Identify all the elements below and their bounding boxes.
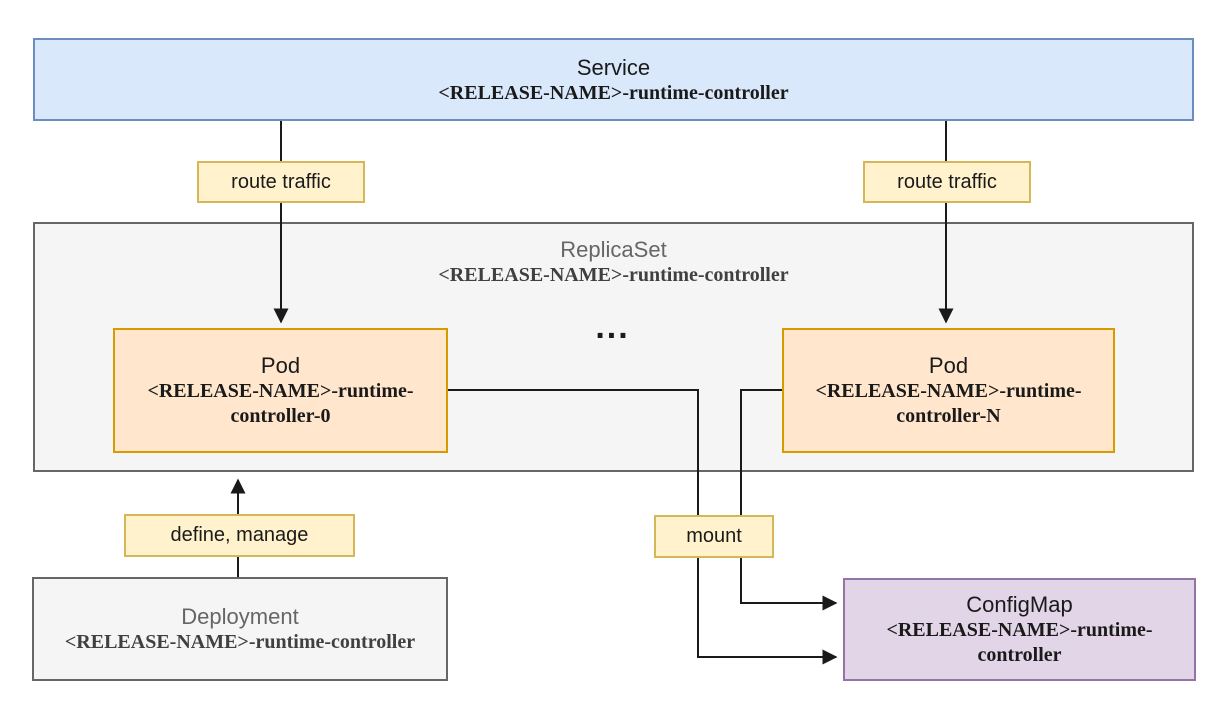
configmap-title: ConfigMap xyxy=(966,592,1073,617)
service-title: Service xyxy=(576,54,651,80)
pod-n-subtitle: <RELEASE-NAME>-runtime-controller-N xyxy=(815,380,1082,427)
service-node: Service <RELEASE-NAME>-runtime-controlle… xyxy=(33,38,1194,121)
define-manage-text: define, manage xyxy=(170,524,309,546)
configmap-node: ConfigMap <RELEASE-NAME>-runtime-control… xyxy=(843,578,1196,681)
pod-0-node: Pod <RELEASE-NAME>-runtime-controller-0 xyxy=(113,328,448,453)
route-traffic-left-label: route traffic xyxy=(197,161,365,203)
mount-label: mount xyxy=(654,515,774,558)
deployment-title: Deployment xyxy=(181,604,299,629)
route-traffic-right-text: route traffic xyxy=(897,170,997,193)
route-traffic-left-text: route traffic xyxy=(231,170,331,193)
pod-0-subtitle: <RELEASE-NAME>-runtime-controller-0 xyxy=(147,380,414,427)
replicaset-subtitle: <RELEASE-NAME>-runtime-controller xyxy=(438,264,789,286)
pod-0-title: Pod xyxy=(260,353,301,378)
define-manage-label: define, manage xyxy=(124,514,355,557)
deployment-node: Deployment <RELEASE-NAME>-runtime-contro… xyxy=(32,577,448,681)
configmap-subtitle: <RELEASE-NAME>-runtime-controller xyxy=(886,619,1153,666)
deployment-subtitle: <RELEASE-NAME>-runtime-controller xyxy=(64,631,416,653)
more-pods-ellipsis: ... xyxy=(595,308,630,346)
pod-n-title: Pod xyxy=(928,353,969,378)
service-subtitle: <RELEASE-NAME>-runtime-controller xyxy=(438,81,789,104)
pod-n-node: Pod <RELEASE-NAME>-runtime-controller-N xyxy=(782,328,1115,453)
replicaset-title: ReplicaSet xyxy=(560,237,667,262)
mount-text: mount xyxy=(686,525,742,547)
route-traffic-right-label: route traffic xyxy=(863,161,1031,203)
